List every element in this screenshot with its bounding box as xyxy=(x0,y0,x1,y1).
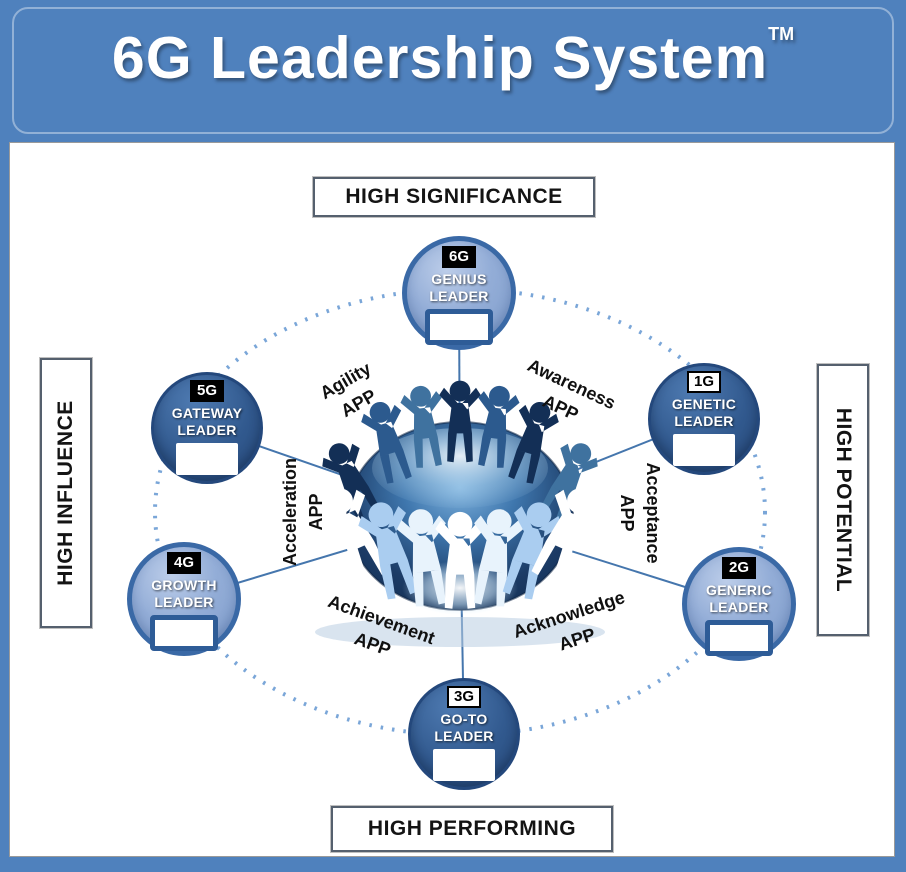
node-growth-label: GROWTH LEADER xyxy=(151,577,217,611)
node-gateway-label: GATEWAY LEADER xyxy=(172,405,243,439)
badge-4g: 4G xyxy=(166,552,201,574)
banner-outline xyxy=(12,7,894,134)
node-generic-leader: 2G GENERIC LEADER xyxy=(682,547,796,661)
title-banner: 6G Leadership SystemTM xyxy=(0,0,906,142)
node-gateway-leader: 5G GATEWAY LEADER xyxy=(151,372,263,484)
node-go-to-label: GO-TO LEADER xyxy=(434,711,493,745)
node-go-to-line2: LEADER xyxy=(434,727,494,744)
node-genius-line2: LEADER xyxy=(429,287,489,304)
badge-1g: 1G xyxy=(686,371,721,393)
node-genetic-leader: 1G GENETIC LEADER xyxy=(648,363,760,475)
badge-5g: 5G xyxy=(189,380,224,402)
node-generic-line2: LEADER xyxy=(709,598,769,615)
node-genius-label: GENIUS LEADER xyxy=(429,271,488,305)
app-label-acceleration: Acceleration APP xyxy=(277,458,329,566)
node-genetic-line1: GENETIC xyxy=(671,396,737,412)
app-acceleration-line1: Acceleration xyxy=(279,457,300,567)
node-genius-line1: GENIUS xyxy=(431,271,487,287)
edge-label-left-text: HIGH INFLUENCE xyxy=(54,400,77,586)
app-label-acceptance: Acceptance APP xyxy=(614,462,666,563)
node-generic-label: GENERIC LEADER xyxy=(706,582,772,616)
node-genetic-label: GENETIC LEADER xyxy=(672,396,736,430)
badge-3g: 3G xyxy=(446,686,481,708)
name-plate-1g xyxy=(673,433,735,466)
node-growth-leader: 4G GROWTH LEADER xyxy=(127,542,241,656)
edge-label-high-performing: HIGH PERFORMING xyxy=(330,805,614,853)
edge-label-high-influence: HIGH INFLUENCE xyxy=(39,357,93,629)
edge-label-high-potential: HIGH POTENTIAL xyxy=(816,363,870,637)
edge-label-bottom-text: HIGH PERFORMING xyxy=(367,817,577,840)
edge-label-right-text: HIGH POTENTIAL xyxy=(832,407,855,593)
name-plate-6g xyxy=(425,308,493,345)
page-title: 6G Leadership SystemTM xyxy=(0,24,906,92)
app-acceleration-line2: APP xyxy=(306,493,326,531)
edge-label-top-text: HIGH SIGNIFICANCE xyxy=(345,185,563,208)
node-growth-line2: LEADER xyxy=(154,593,214,610)
badge-2g: 2G xyxy=(721,557,756,579)
app-acceptance-line1: Acceptance xyxy=(643,462,664,564)
name-plate-5g xyxy=(176,442,238,475)
node-go-to-leader: 3G GO-TO LEADER xyxy=(408,678,520,790)
edge-label-high-significance: HIGH SIGNIFICANCE xyxy=(312,176,596,218)
name-plate-4g xyxy=(150,614,218,651)
page-title-text: 6G Leadership System xyxy=(111,25,769,91)
node-gateway-line1: GATEWAY xyxy=(171,405,243,421)
badge-6g: 6G xyxy=(441,246,476,268)
node-genetic-line2: LEADER xyxy=(674,412,734,429)
node-go-to-line1: GO-TO xyxy=(440,711,488,727)
node-growth-line1: GROWTH xyxy=(151,577,217,593)
name-plate-2g xyxy=(705,619,773,656)
trademark-mark: TM xyxy=(768,24,795,44)
name-plate-3g xyxy=(433,748,495,781)
node-genius-leader: 6G GENIUS LEADER xyxy=(402,236,516,350)
app-acceptance-line2: APP xyxy=(617,494,637,532)
node-gateway-line2: LEADER xyxy=(177,421,237,438)
node-generic-line1: GENERIC xyxy=(706,582,772,598)
